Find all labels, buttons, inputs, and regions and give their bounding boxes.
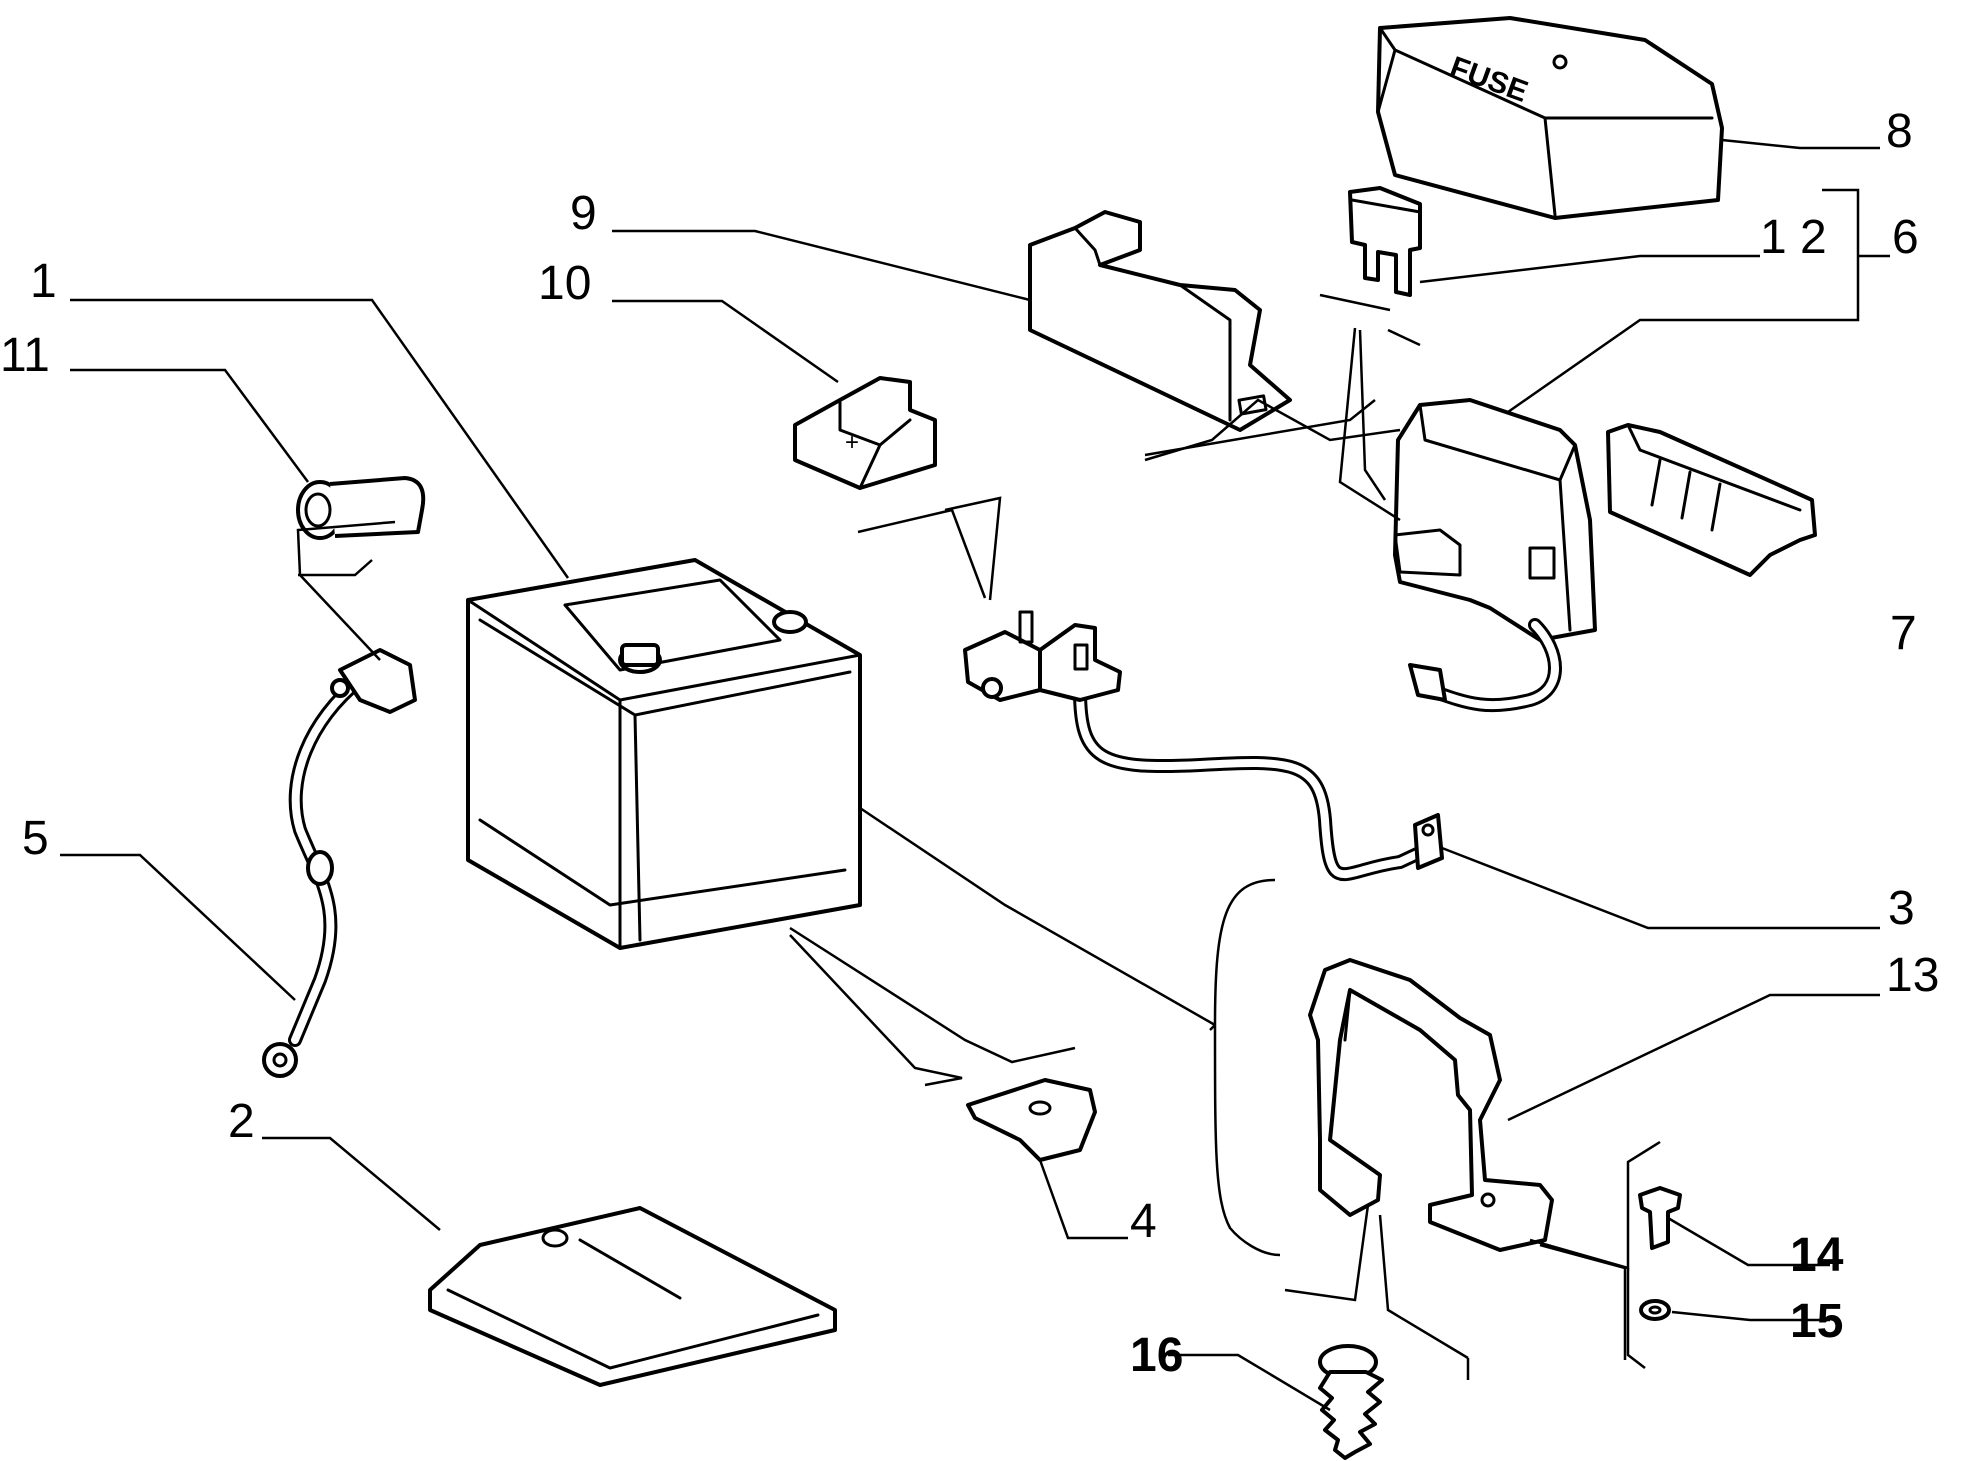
fuse (1348, 186, 1422, 297)
washer (1639, 1299, 1671, 1321)
callout-1: 1 (30, 255, 57, 308)
callout-8: 8 (1886, 105, 1913, 158)
hold-down-frame (1308, 958, 1554, 1252)
plus-mark: + (845, 429, 859, 456)
callout-13: 13 (1886, 949, 1940, 1002)
battery-tray (428, 1206, 837, 1387)
callout-11: 11 (0, 329, 50, 382)
callout-16: 16 (1130, 1329, 1184, 1382)
negative-cable (262, 648, 417, 1078)
terminal-cap: + (793, 376, 937, 490)
push-clip (1318, 1344, 1384, 1460)
positive-cable (963, 610, 1444, 882)
callout-10: 10 (538, 257, 592, 310)
clamp-plate (966, 1078, 1097, 1162)
fuse-cover: FUSE (1376, 16, 1724, 220)
callout-3: 3 (1888, 882, 1915, 935)
callout-2: 2 (228, 1095, 255, 1148)
callout-12: 1 2 (1760, 211, 1827, 264)
callout-6: 6 (1892, 211, 1919, 264)
fuse-side-cover (1606, 423, 1817, 577)
callout-7: 7 (1890, 607, 1917, 660)
bolt (1638, 1186, 1682, 1250)
leader-lines (60, 138, 1890, 1412)
bracket (1028, 210, 1292, 432)
fuse-box (1393, 398, 1597, 713)
callout-9: 9 (570, 187, 597, 240)
grommet (296, 476, 426, 540)
callout-5: 5 (22, 812, 49, 865)
battery (466, 558, 862, 950)
callout-14: 14 (1790, 1229, 1844, 1282)
callout-15: 15 (1790, 1295, 1844, 1348)
callout-4: 4 (1130, 1195, 1157, 1248)
